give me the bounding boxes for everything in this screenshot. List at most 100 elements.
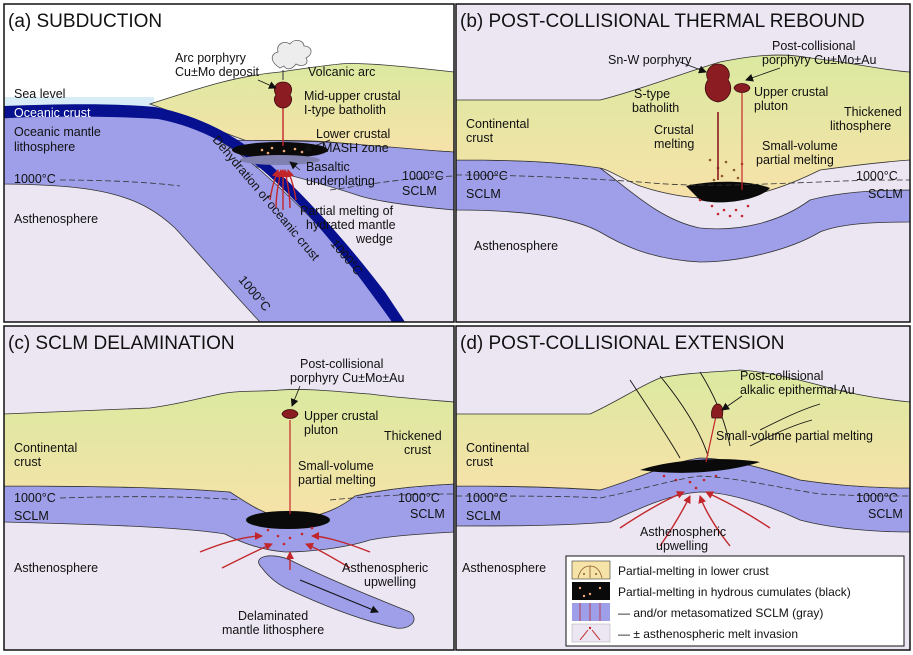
isotherm-c <box>59 493 454 501</box>
small-b-label-2: partial melting <box>756 153 834 167</box>
upwelling-arrows-d <box>619 491 771 547</box>
crustal-label-1: Crustal <box>654 123 694 137</box>
iso-c-right-label: 1000°C <box>398 491 440 505</box>
delam-label-1: Delaminated <box>238 609 308 623</box>
legend-item-4: — ± asthenospheric melt invasion <box>618 627 798 641</box>
upper-b-label-2: pluton <box>754 99 788 113</box>
partial-melting-label-1: Partial melting of <box>300 204 394 218</box>
mash-label-1: Lower crustal <box>316 127 390 141</box>
melt-lens-c <box>246 511 330 529</box>
basaltic-label-2: underplating <box>306 174 375 188</box>
cont-d-label-2: crust <box>466 455 494 469</box>
thick-c-label-1: Thickened <box>384 429 442 443</box>
cont-b-label-2: crust <box>466 131 494 145</box>
basaltic-label-1: Basaltic <box>306 160 350 174</box>
sclm-b-right-label: SCLM <box>868 187 903 201</box>
isotherm-a-right <box>329 175 454 191</box>
mash-dots <box>260 146 304 155</box>
iso-d-right-label: 1000°C <box>856 491 898 505</box>
postcoll-d-label-1: Post-collisional <box>740 369 823 383</box>
sclm-d-right-label: SCLM <box>868 507 903 521</box>
panel-b: (b) POST-COLLISIONAL THERMAL REBOUND Sn-… <box>456 4 910 322</box>
sea-level-label: Sea level <box>14 87 65 101</box>
melt-dots-c <box>266 526 314 546</box>
sea-region <box>4 97 154 106</box>
legend-item-1: Partial-melting in lower crust <box>618 564 769 578</box>
postcoll-d-label-2: alkalic epithermal Au <box>740 383 855 397</box>
crustal-label-2: melting <box>654 137 694 151</box>
iso-d-left-label: 1000°C <box>466 491 508 505</box>
panel-c: (c) SCLM DELAMINATION Post-collisional p… <box>4 326 454 650</box>
upper-pluton-b <box>733 83 751 93</box>
upper-b-label-1: Upper crustal <box>754 85 828 99</box>
stype-label-2: batholith <box>632 101 679 115</box>
small-c-label-1: Small-volume <box>298 459 374 473</box>
snw-label: Sn-W porphyry <box>608 53 692 67</box>
batholith-label-1: Mid-upper crustal <box>304 89 401 103</box>
batholith-a <box>274 81 292 109</box>
volcanic-plume <box>271 40 312 70</box>
cont-c-label-1: Continental <box>14 441 77 455</box>
leader-d <box>721 395 743 411</box>
legend-box <box>565 555 905 647</box>
stype-batholith <box>704 63 732 103</box>
oceanic-mantle-label-2: lithosphere <box>14 140 75 154</box>
thick-c-label-2: crust <box>404 443 432 457</box>
cont-d-label-1: Continental <box>466 441 529 455</box>
upper-pluton-c <box>281 409 299 419</box>
basaltic-underplating <box>240 155 320 165</box>
sclm-c-left-label: SCLM <box>14 509 49 523</box>
iso-c-left-label: 1000°C <box>14 491 56 505</box>
postcoll-b-label-1: Post-collisional <box>772 39 855 53</box>
upper-c-label-2: pluton <box>304 423 338 437</box>
conduit-d <box>705 415 717 463</box>
oceanic-crust-label: Oceanic crust <box>14 106 91 120</box>
crust-b <box>456 54 910 199</box>
mash-label-2: MASH zone <box>322 141 389 155</box>
arc-porphyry-label-2: Cu±Mo deposit <box>175 65 260 79</box>
melt-dots-b <box>698 198 750 218</box>
upwelling-d-label-1: Asthenospheric <box>640 525 726 539</box>
leader-lines-b <box>679 61 781 82</box>
upper-c-label-1: Upper crustal <box>304 409 378 423</box>
delam-arrow <box>299 579 379 614</box>
wedge-melt-arrows <box>269 169 297 210</box>
isotherm-a-left-label: 1000°C <box>14 172 56 186</box>
panel-b-title: (b) POST-COLLISIONAL THERMAL REBOUND <box>460 11 865 32</box>
isotherm-d <box>456 475 910 499</box>
cont-b-label-1: Continental <box>466 117 529 131</box>
sclm-a-label: SCLM <box>402 184 437 198</box>
epithermal-pluton <box>711 403 724 419</box>
panel-a-title: (a) SUBDUCTION <box>8 11 162 32</box>
delam-label-2: mantle lithosphere <box>222 623 324 637</box>
batholith-label-2: I-type batholith <box>304 103 386 117</box>
postcoll-b-label-2: porphyry Cu±Mo±Au <box>762 53 877 67</box>
sclm-b <box>456 159 910 263</box>
legend-swatch-hydrous-cumulates <box>572 582 610 600</box>
legend-item-2: Partial-melting in hydrous cumulates (bl… <box>618 585 851 599</box>
panel-d-title: (d) POST-COLLISIONAL EXTENSION <box>460 333 784 354</box>
melt-lens-b <box>686 181 770 203</box>
iso-b-right-label: 1000°C <box>856 169 898 183</box>
panel-a: (a) SUBDUCTION Sea level Oceanic crust O… <box>4 4 454 322</box>
stype-label-1: S-type <box>634 87 670 101</box>
asthenosphere-a-label: Asthenosphere <box>14 212 98 226</box>
partial-melting-label-3: wedge <box>355 232 393 246</box>
isotherm-a-right-label: 1000°C <box>402 169 444 183</box>
leader-lines-a <box>257 79 331 171</box>
panel-borders <box>3 3 911 651</box>
thick-b-label-1: Thickened <box>844 105 902 119</box>
oceanic-mantle-label-1: Oceanic mantle <box>14 125 101 139</box>
asthenosphere-d-label: Asthenosphere <box>462 561 546 575</box>
sclm-b-left-label: SCLM <box>466 187 501 201</box>
postcoll-c-label-2: porphyry Cu±Mo±Au <box>290 371 405 385</box>
legend-swatch-lower-crust <box>571 560 611 580</box>
panel-c-title: (c) SCLM DELAMINATION <box>8 333 235 354</box>
upwelling-c-label-1: Asthenospheric <box>342 561 428 575</box>
crust-c <box>4 389 454 519</box>
legend-swatch-asthenospheric-melt <box>571 623 611 643</box>
melt-lens-d <box>640 459 760 473</box>
postcoll-c-label-1: Post-collisional <box>300 357 383 371</box>
partial-melting-label-2: hydrated mantle <box>306 218 396 232</box>
